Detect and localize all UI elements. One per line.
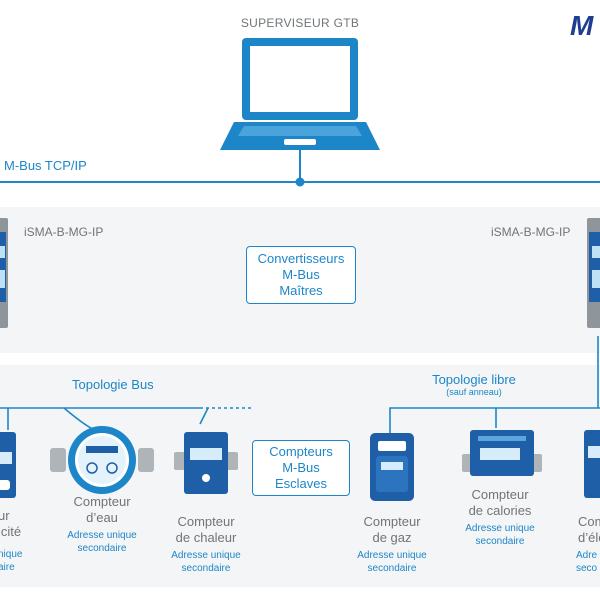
water-meter-icon — [50, 426, 154, 494]
gas-meter-icon — [370, 433, 414, 501]
meter-electricity-name: ur icité — [0, 508, 22, 539]
converters-box: Convertisseurs M-Bus Maîtres — [246, 246, 356, 304]
topology-free-note: (sauf anneau) — [446, 387, 502, 397]
meter-electricity-right-address: Adre seco — [576, 550, 598, 574]
network-node — [295, 177, 305, 187]
meter-calories-name: Compteur de calories — [468, 487, 532, 518]
network-label: M-Bus TCP/IP — [4, 158, 87, 173]
meters-box: Compteurs M-Bus Esclaves — [252, 440, 350, 496]
calorie-meter-icon — [462, 430, 542, 476]
free-topology-line — [389, 407, 600, 435]
meter-electricity-right-name: Comp d’élec — [578, 514, 600, 545]
topology-bus-label: Topologie Bus — [72, 377, 154, 392]
meters-line-2: M-Bus — [282, 460, 320, 475]
converters-line-2: M-Bus — [282, 267, 320, 282]
meters-line-3: Esclaves — [274, 476, 328, 491]
electricity-meter-right-icon — [584, 430, 600, 498]
brand-logo: M — [570, 10, 594, 41]
meters-line-1: Compteurs — [269, 444, 333, 459]
page-title: SUPERVISEUR GTB — [240, 16, 360, 30]
meter-water-address: Adresse unique secondaire — [67, 530, 137, 554]
meter-gas-name: Compteur de gaz — [363, 514, 421, 545]
meter-gas-address: Adresse unique secondaire — [357, 550, 427, 574]
converters-line-3: Maîtres — [279, 283, 323, 298]
topology-free-label: Topologie libre — [432, 372, 516, 387]
left-gateway-device — [0, 218, 8, 328]
laptop-icon — [220, 38, 380, 150]
meter-heat-name: Compteur de chaleur — [175, 514, 237, 545]
electricity-meter-icon — [0, 432, 16, 498]
meter-calories-address: Adresse unique secondaire — [465, 523, 535, 547]
meter-water-name: Compteur d’eau — [73, 494, 131, 525]
right-gateway-device — [587, 218, 600, 328]
meter-heat-address: Adresse unique secondaire — [171, 550, 241, 574]
left-gateway-label: iSMA-B-MG-IP — [24, 225, 104, 239]
converters-line-1: Convertisseurs — [257, 251, 345, 266]
right-gateway-label: iSMA-B-MG-IP — [491, 225, 571, 239]
meter-electricity-address: nique aire — [0, 549, 23, 573]
heat-meter-icon — [174, 432, 238, 494]
